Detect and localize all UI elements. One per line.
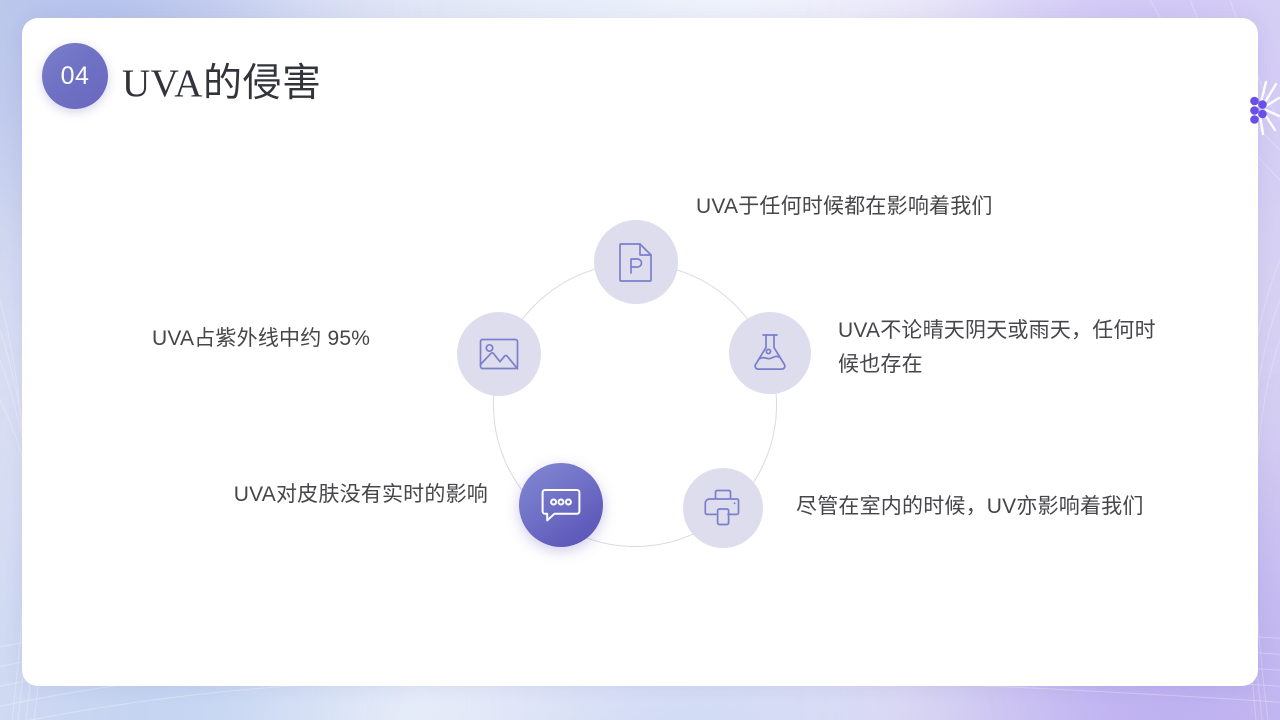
diagram-label-bottom-right: 尽管在室内的时候，UV亦影响着我们 (796, 495, 1144, 518)
flask-icon (750, 332, 790, 374)
diagram-node-bottom-left[interactable] (519, 463, 603, 547)
diagram-label-top: UVA于任何时候都在影响着我们 (696, 195, 993, 218)
printer-icon (703, 488, 743, 528)
diagram-node-top[interactable] (594, 220, 678, 304)
diagram-node-bottom-right[interactable] (683, 468, 763, 548)
diagram-label-left: UVA占紫外线中约 95% (152, 327, 371, 350)
image-picture-icon (478, 336, 520, 372)
diagram-label-right: UVA不论晴天阴天或雨天，任何时候也存在 (838, 319, 1156, 377)
diagram-node-left[interactable] (457, 312, 541, 396)
diagram-label-bottom-left: UVA对皮肤没有实时的影响 (233, 483, 488, 506)
section-number-label: 04 (60, 61, 90, 90)
chat-bubble-icon (540, 486, 582, 524)
section-number-badge: 04 (42, 43, 108, 109)
diagram-node-right[interactable] (729, 312, 811, 394)
page-title: UVA的侵害 (122, 62, 322, 105)
file-document-p-icon (616, 241, 656, 283)
